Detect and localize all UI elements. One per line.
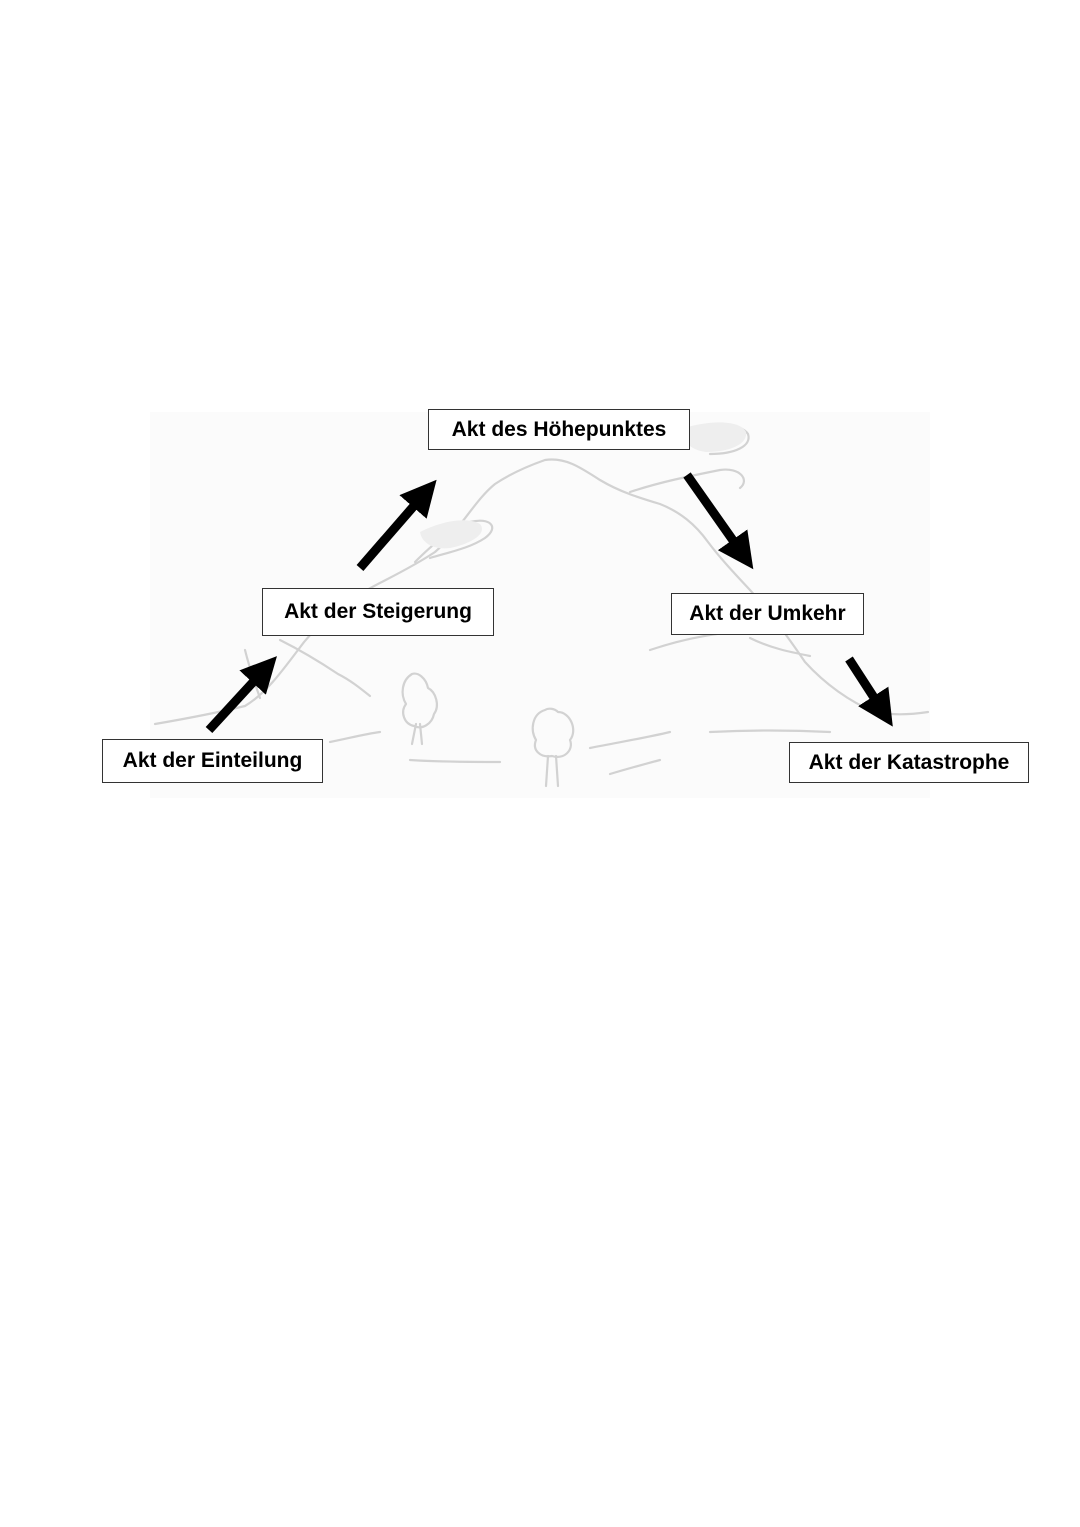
act-climax-label: Akt des Höhepunktes: [452, 418, 667, 442]
act-exposition-label: Akt der Einteilung: [123, 749, 303, 773]
act-exposition-box: Akt der Einteilung: [102, 739, 323, 783]
act-catastrophe-label: Akt der Katastrophe: [809, 751, 1010, 775]
arrow-exposition-to-rising: [209, 668, 266, 730]
act-climax-box: Akt des Höhepunktes: [428, 409, 690, 450]
act-reversal-box: Akt der Umkehr: [671, 593, 864, 635]
act-rising-box: Akt der Steigerung: [262, 588, 494, 636]
arrow-climax-to-reversal: [687, 475, 744, 556]
arrow-reversal-to-catastrophe: [849, 659, 884, 713]
arrow-rising-to-climax: [360, 492, 426, 568]
act-catastrophe-box: Akt der Katastrophe: [789, 742, 1029, 783]
act-rising-label: Akt der Steigerung: [284, 600, 472, 624]
act-reversal-label: Akt der Umkehr: [689, 602, 845, 626]
